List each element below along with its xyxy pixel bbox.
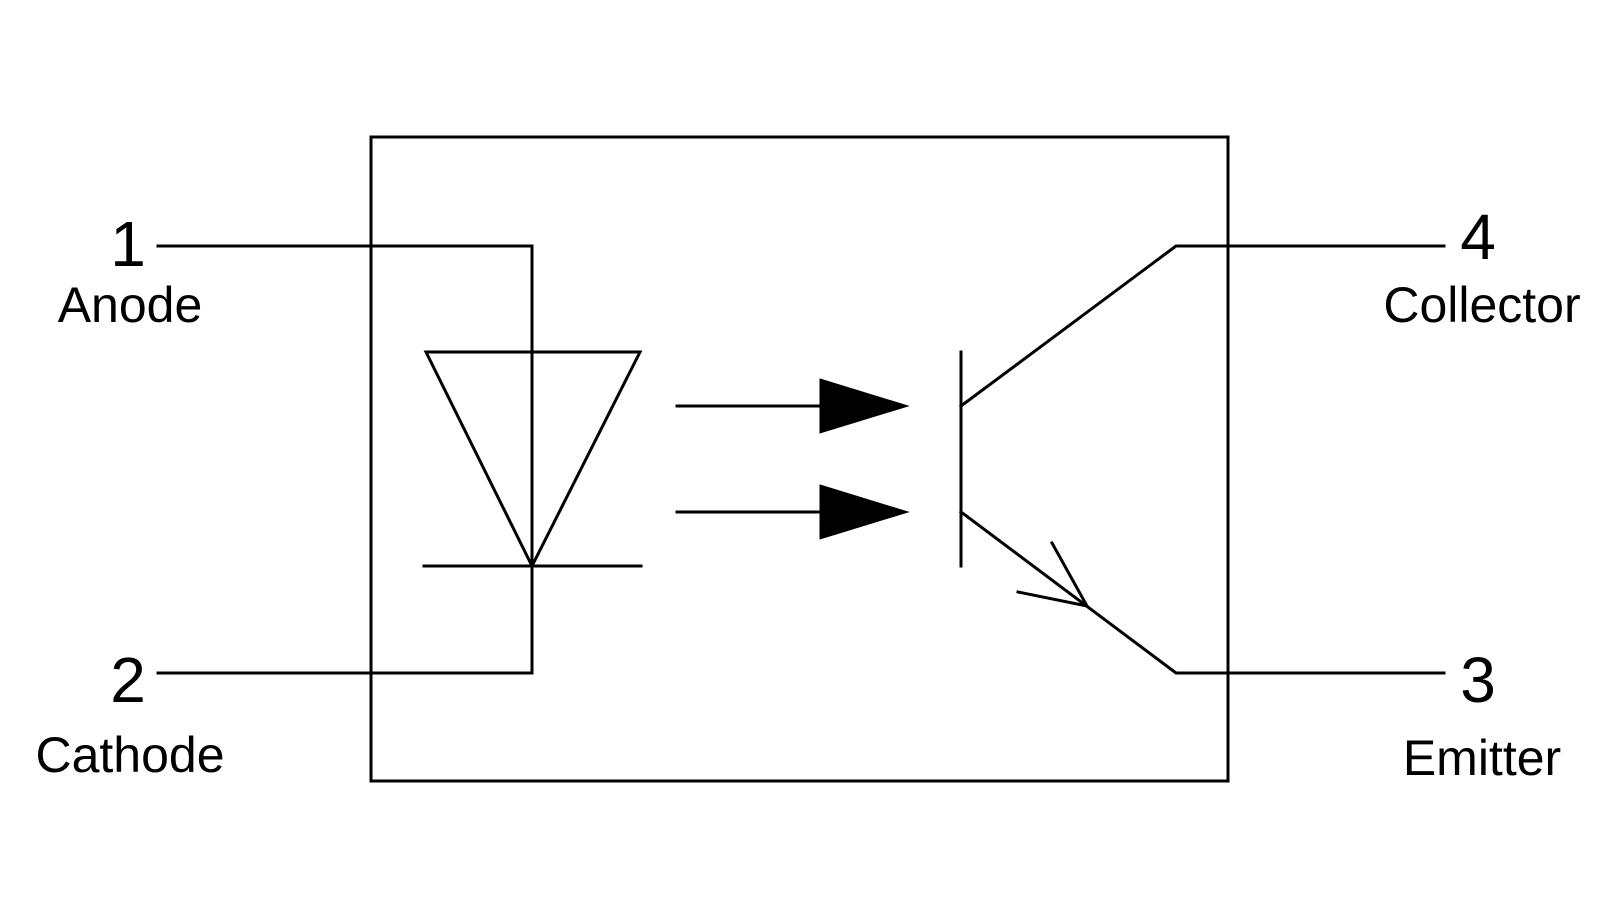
pin-4-label: Collector — [1383, 277, 1580, 333]
light-arrow-upper-head-icon — [819, 378, 910, 434]
light-arrow-lower-head-icon — [819, 484, 910, 540]
cathode-wire — [156, 564, 534, 675]
pin-4-number: 4 — [1460, 201, 1496, 273]
pin-2-number: 2 — [110, 644, 146, 716]
pin-1-label: Anode — [58, 277, 203, 333]
package-outline — [369, 135, 1230, 783]
pin-3-label: Emitter — [1403, 730, 1561, 786]
pin-2-label: Cathode — [35, 727, 224, 783]
emitter-wire — [958, 509, 1446, 675]
collector-wire — [958, 244, 1446, 409]
anode-wire — [156, 244, 534, 354]
pin-3-number: 3 — [1460, 644, 1496, 716]
emitter-arrow-icon — [1016, 540, 1090, 609]
pin-1-number: 1 — [110, 208, 146, 280]
